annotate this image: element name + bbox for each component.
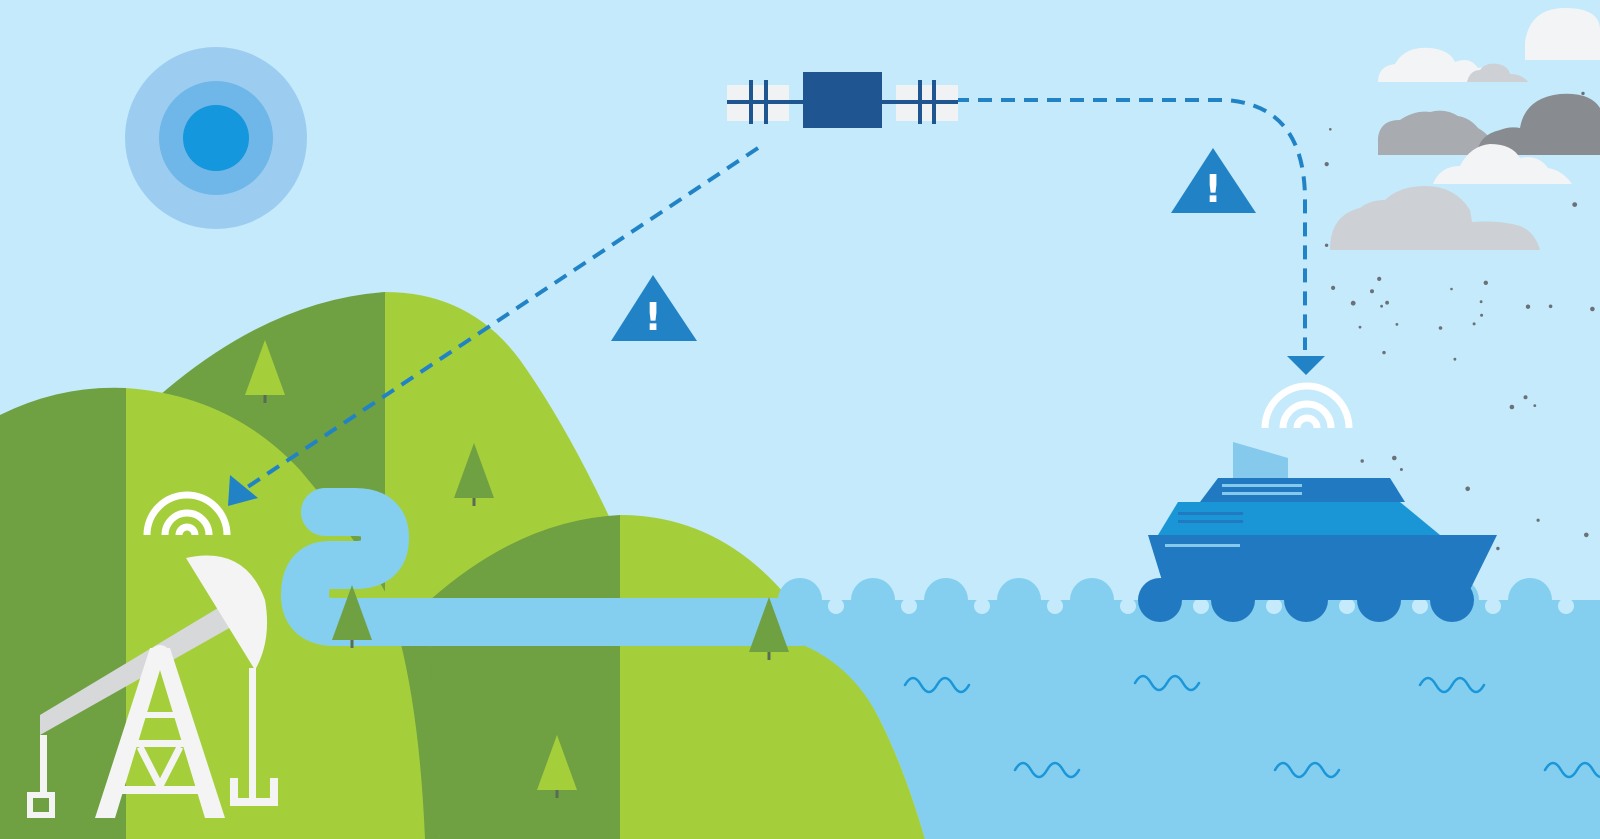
rain-dot [1395, 323, 1399, 326]
ocean [778, 578, 1600, 839]
rain-dot [1483, 280, 1489, 285]
hill-right-slope [620, 640, 925, 839]
water-squiggle [1013, 761, 1081, 779]
rain-dot [1496, 546, 1500, 551]
rain-dot [1350, 300, 1356, 306]
hull-wave [1357, 578, 1401, 622]
wave-gap [1558, 598, 1574, 614]
cloud-icon [1378, 47, 1490, 82]
rain-dot [1392, 455, 1397, 461]
rain-dot [1370, 289, 1374, 294]
sun-icon [125, 47, 307, 229]
wave-crest [778, 578, 822, 622]
wave-crest [997, 578, 1041, 622]
hull-wave [1138, 578, 1182, 622]
tree-icon [749, 597, 789, 660]
cloud-icon [1433, 144, 1572, 184]
rain-dot [1329, 128, 1332, 131]
water-squiggle [1543, 761, 1600, 779]
rain-dot [1480, 313, 1484, 317]
water-squiggle [903, 676, 971, 694]
wave-gap [974, 598, 990, 614]
hull-wave [1430, 578, 1474, 622]
arrow-head [1287, 356, 1325, 375]
signal-path [238, 98, 1307, 494]
rain-dot [1360, 459, 1364, 463]
wave-gap [828, 598, 844, 614]
wave-gap [1047, 598, 1063, 614]
rain-dot [1536, 518, 1540, 522]
cloud-icon [1378, 110, 1490, 155]
rain-dot [1572, 202, 1578, 208]
wave-crest [1070, 578, 1114, 622]
rain-dot [1590, 306, 1595, 312]
cloud-icon [1467, 63, 1528, 82]
rain-dot [1331, 285, 1336, 290]
water-squiggle [1273, 761, 1341, 779]
cloud-icon [1477, 93, 1600, 155]
rain-dot [1377, 276, 1382, 281]
arrow-head [228, 475, 258, 506]
water-squiggle [1133, 674, 1201, 692]
wave-gap [1193, 598, 1209, 614]
rain-dot [1581, 91, 1585, 96]
wave-gap [1412, 598, 1428, 614]
oil-pump-icon [27, 555, 278, 818]
rain-dot [1533, 404, 1537, 407]
warning-icon: ! [611, 275, 697, 341]
rain-dot [1438, 326, 1443, 330]
rain-dot [1450, 287, 1453, 291]
rain-dot [1465, 486, 1470, 492]
warning-symbol: ! [1204, 167, 1221, 211]
wave-gap [1339, 598, 1355, 614]
tree-icon [537, 735, 577, 798]
rain-dot [1382, 350, 1386, 355]
water-squiggles [903, 674, 1600, 779]
rain-dot [1509, 404, 1515, 410]
signal-icon [143, 491, 231, 536]
rain-dot [1479, 300, 1483, 304]
water-squiggle [1418, 676, 1486, 694]
ship-icon [1138, 442, 1497, 622]
rain-dot [1399, 468, 1403, 471]
rain-dot [1548, 304, 1553, 309]
wave-crest [1508, 578, 1552, 622]
satellite-icon [727, 72, 958, 128]
river [281, 488, 824, 646]
rain-dot [1525, 304, 1531, 309]
wave-gap [1266, 598, 1282, 614]
rain-dot [1380, 304, 1383, 308]
warning-symbol: ! [644, 295, 661, 339]
rain-dot [1584, 532, 1589, 538]
rain-dot [1472, 322, 1476, 326]
wave-gap [1485, 598, 1501, 614]
rain-dot [1324, 162, 1329, 167]
rain-dot [1324, 243, 1329, 247]
cloud-icon [1525, 8, 1600, 60]
rain-dot [1358, 325, 1362, 329]
rain-dot [1385, 300, 1389, 305]
wave-crest [851, 578, 895, 622]
hull-wave [1284, 578, 1328, 622]
tree-icon [332, 585, 372, 648]
warning-icon: ! [1171, 148, 1256, 213]
cloud-group [1330, 8, 1600, 250]
rain-dot [1523, 395, 1528, 400]
wave-gap [1120, 598, 1136, 614]
cloud-icon [1330, 186, 1540, 250]
tree-group [245, 340, 789, 798]
tree-icon [454, 443, 494, 506]
wave-gap [901, 598, 917, 614]
tree-icon [245, 340, 285, 403]
rain-dot [1453, 357, 1457, 361]
signal-icon [1261, 382, 1353, 429]
hull-wave [1211, 578, 1255, 622]
wave-crest [924, 578, 968, 622]
